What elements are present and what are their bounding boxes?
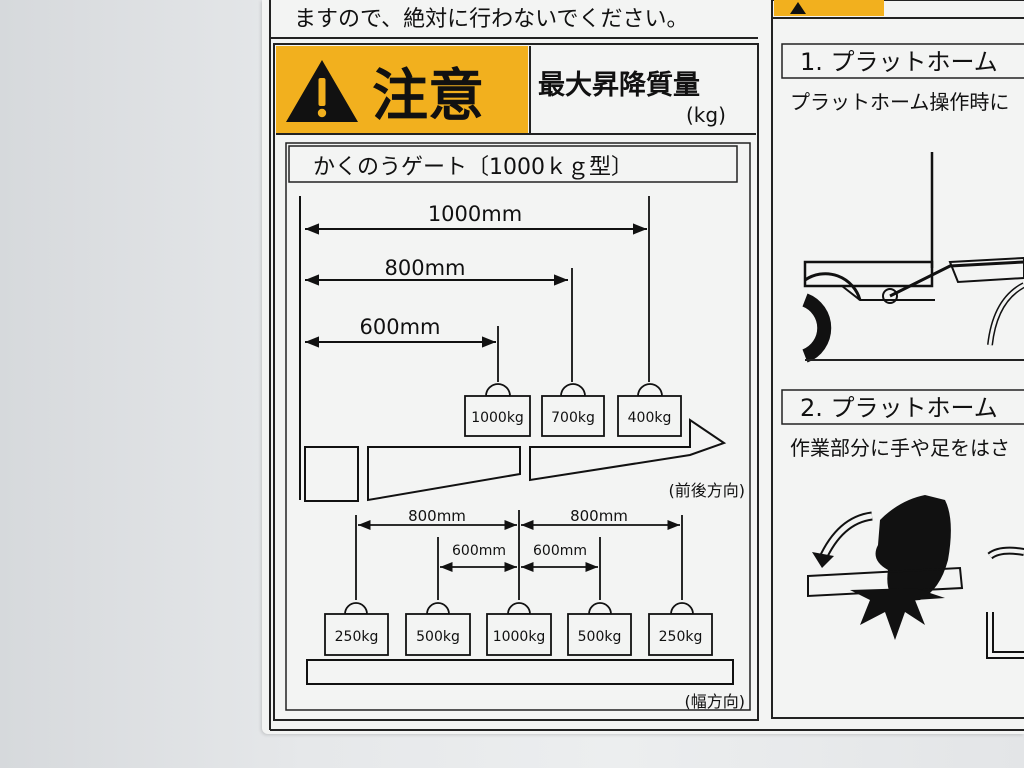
svg-text:500kg: 500kg (416, 629, 460, 645)
caution-label: 注意 (372, 64, 484, 129)
step2-title: 2. プラットホーム (800, 394, 998, 422)
svg-text:400kg: 400kg (628, 410, 672, 426)
step1-title: 1. プラットホーム (800, 48, 998, 76)
width-right-800-label: 800mm (570, 507, 628, 525)
svg-text:700kg: 700kg (551, 410, 595, 426)
width-weight-500kg-right: 500kg (567, 602, 632, 656)
front-rear-direction-label: (前後方向) (669, 481, 746, 500)
step2-description: 作業部分に手や足をはさ (790, 436, 1010, 460)
dimension-1000-label: 1000mm (428, 202, 522, 226)
width-left-600-label: 600mm (452, 543, 506, 559)
weight-700kg: 700kg (541, 383, 605, 437)
svg-text:500kg: 500kg (578, 629, 622, 645)
unit-label: (kg) (686, 103, 726, 127)
svg-text:1000kg: 1000kg (471, 410, 524, 426)
width-right-600-label: 600mm (533, 543, 587, 559)
width-weight-250kg-right: 250kg (648, 602, 713, 656)
weight-1000kg: 1000kg (464, 383, 531, 437)
step1-description: プラットホーム操作時に (790, 90, 1009, 114)
weight-400kg: 400kg (617, 383, 682, 437)
dimension-600-label: 600mm (360, 315, 441, 339)
width-weight-250kg-left: 250kg (324, 602, 389, 656)
svg-text:1000kg: 1000kg (493, 629, 546, 645)
width-direction-label: (幅方向) (685, 692, 746, 711)
svg-text:250kg: 250kg (335, 629, 379, 645)
width-weight-1000kg-center: 1000kg (486, 602, 552, 656)
dimension-800-label: 800mm (385, 256, 466, 280)
max-lift-mass-title: 最大昇降質量 (538, 70, 700, 101)
left-panel (273, 43, 759, 721)
step2-hand-pinch-illustration (807, 495, 1024, 659)
gate-type-box (288, 145, 738, 183)
width-left-800-label: 800mm (408, 507, 466, 525)
warning-triangle-icon (286, 60, 358, 122)
diagram-box (285, 142, 751, 711)
top-note-text: ますので、絶対に行わないでください。 (294, 7, 688, 32)
platform-side-view (304, 418, 727, 502)
gate-type-label: かくのうゲート〔1000ｋｇ型〕 (313, 155, 633, 180)
step1-platform-illustration (802, 152, 1024, 363)
platform-width-bar (306, 659, 734, 685)
svg-text:250kg: 250kg (659, 629, 703, 645)
right-panel (771, 0, 1024, 719)
width-weight-500kg-left: 500kg (405, 602, 471, 656)
